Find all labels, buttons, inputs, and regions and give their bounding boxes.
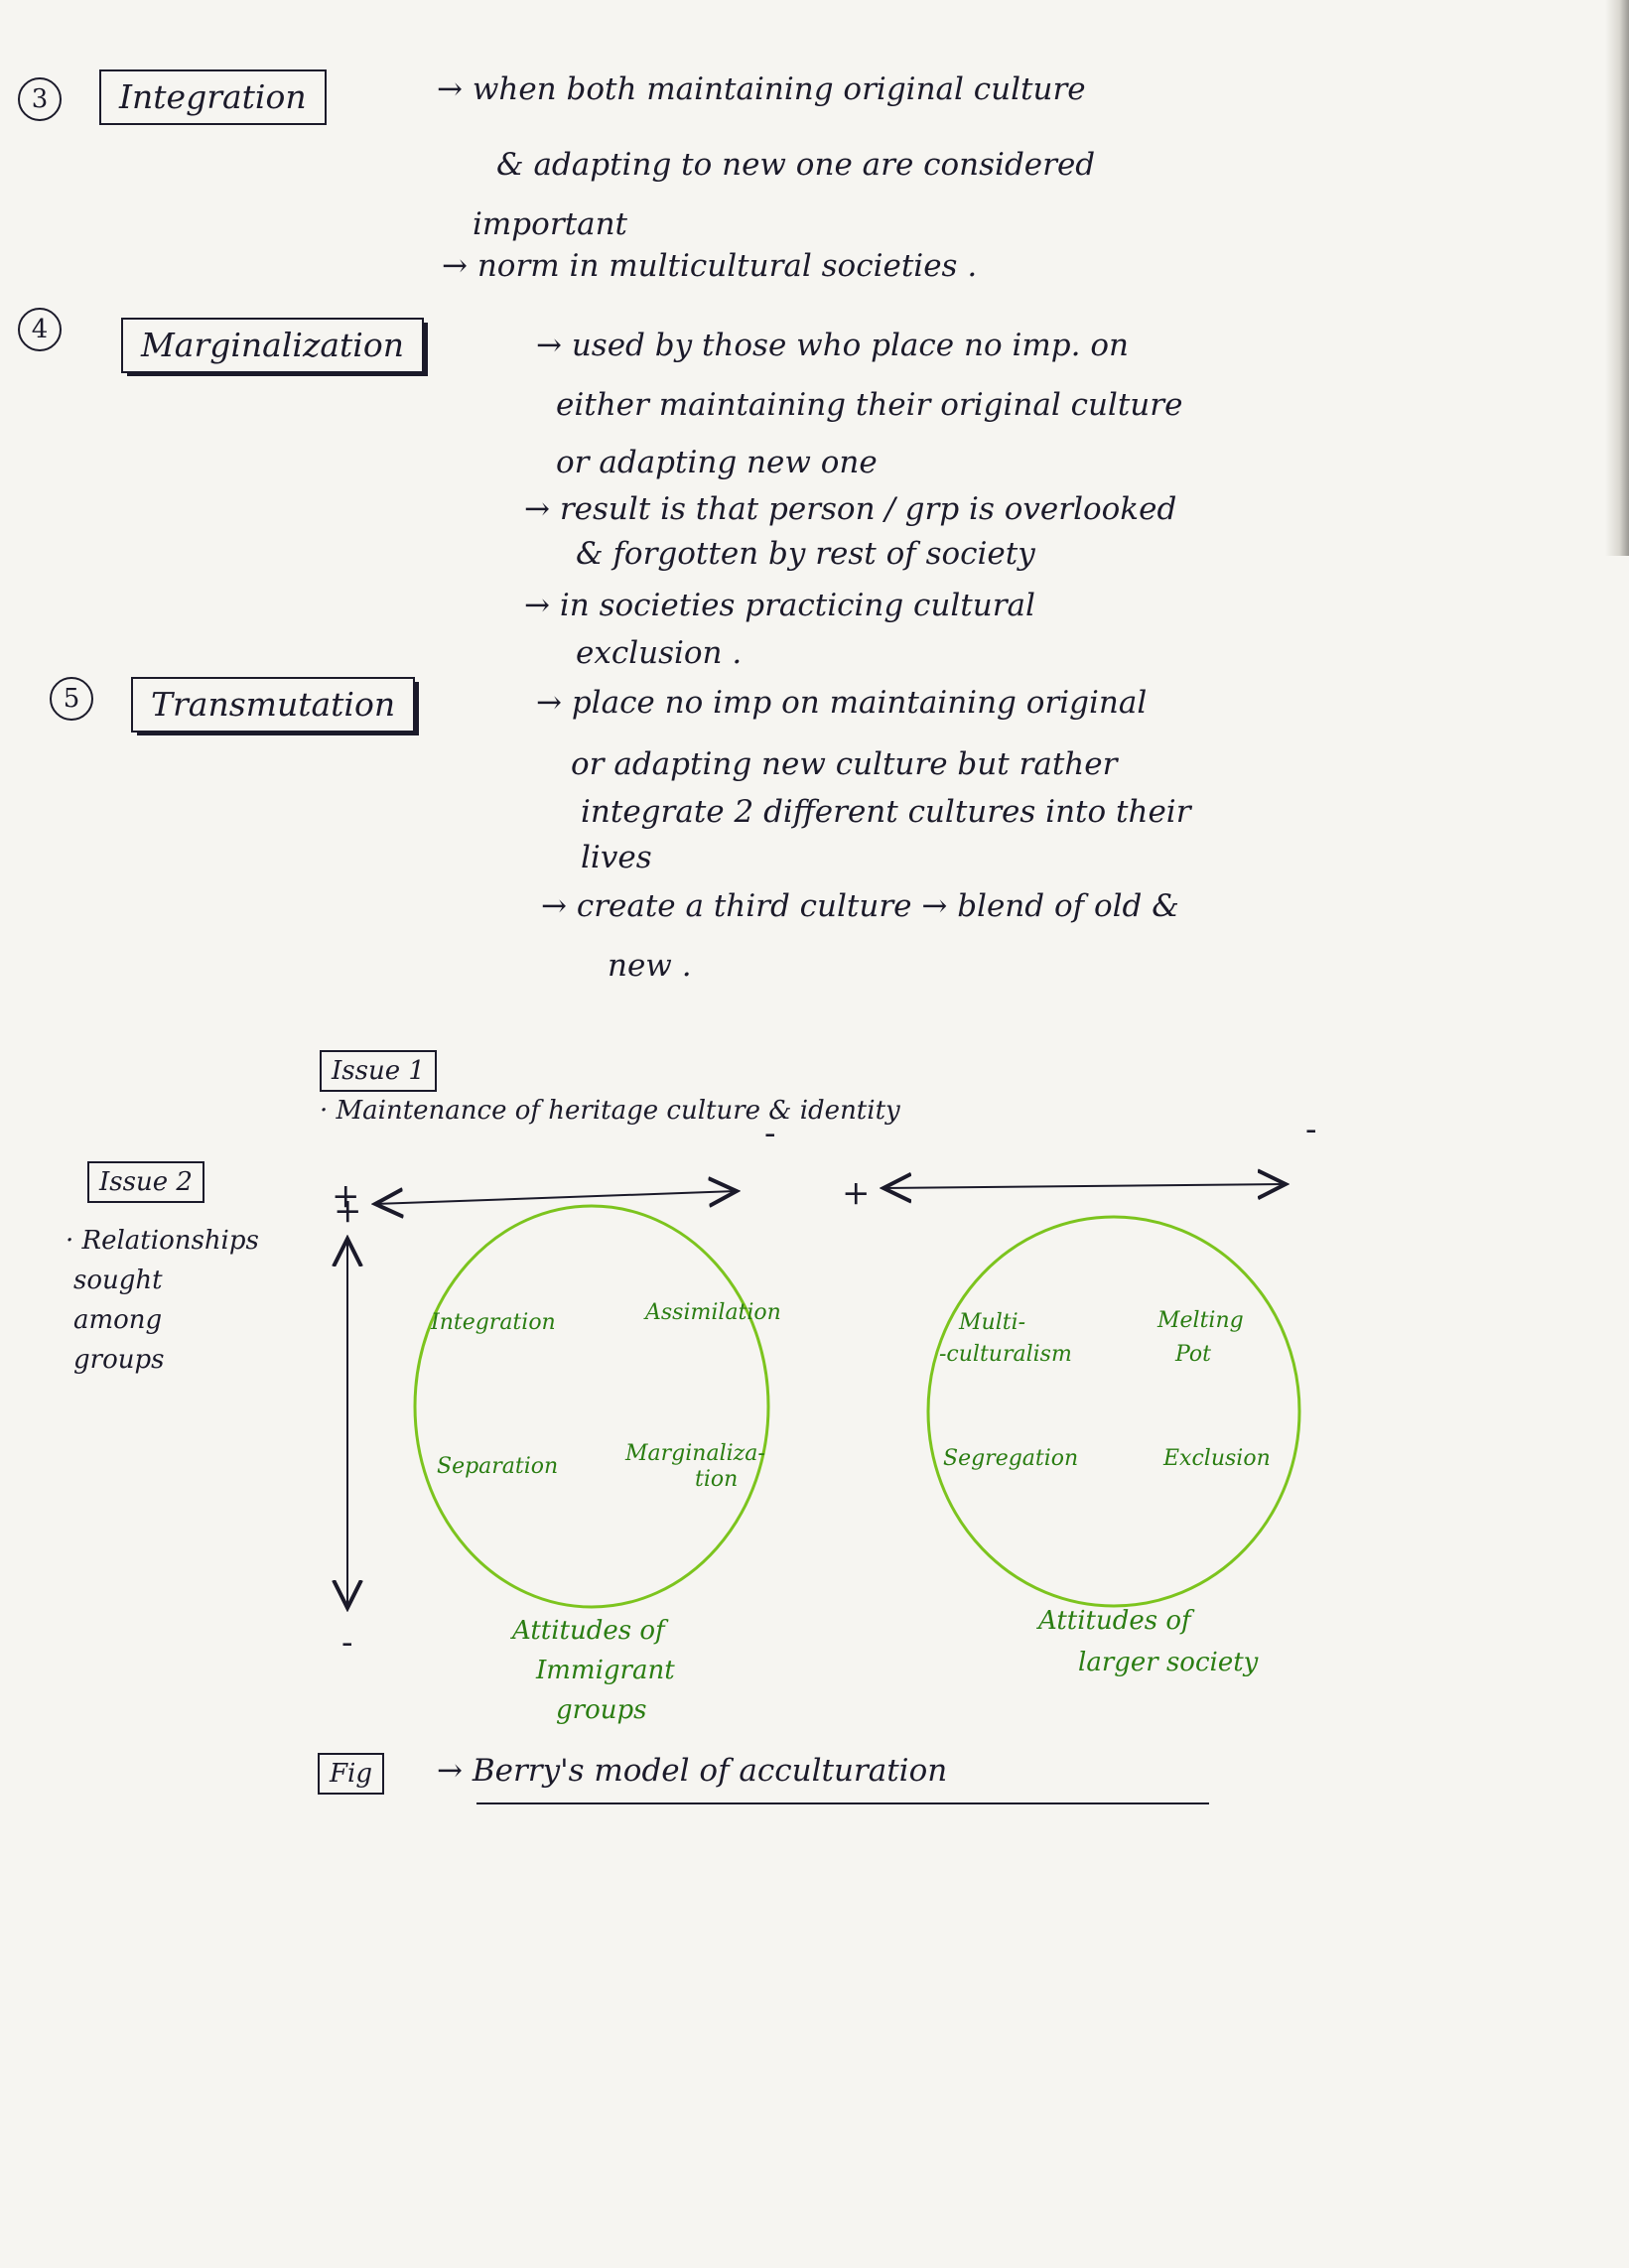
right-caption: larger society — [1078, 1648, 1259, 1677]
issue2-description: · Relationships — [66, 1226, 259, 1256]
left-caption: groups — [556, 1695, 647, 1725]
society-attitudes-circle — [926, 1215, 1301, 1608]
right-caption: Attitudes of — [1038, 1606, 1191, 1636]
issue1-arrow-right — [883, 1184, 1286, 1188]
issue1-arrow-left — [375, 1191, 737, 1204]
section-heading: Transmutation — [131, 677, 416, 734]
issue1-label: Issue 1 — [320, 1050, 437, 1092]
plus-sign: + — [332, 1176, 360, 1216]
section-number: 4 — [18, 308, 62, 351]
page-edge — [1605, 0, 1629, 556]
note-line: → when both maintaining original culture — [437, 71, 1086, 107]
section-heading: Integration — [99, 69, 327, 126]
note-line: or adapting new one — [556, 445, 878, 480]
cell-marginalization: Marginaliza- — [625, 1441, 765, 1466]
cell-integration: Integration — [431, 1310, 556, 1335]
cell-assimilation: Assimilation — [645, 1300, 781, 1325]
minus-sign: - — [764, 1114, 776, 1153]
note-line: either maintaining their original cultur… — [556, 387, 1183, 423]
section-heading: Marginalization — [121, 318, 424, 374]
immigrant-attitudes-circle — [413, 1204, 770, 1609]
plus-sign: + — [334, 1191, 362, 1231]
note-line: & adapting to new one are considered — [496, 147, 1096, 183]
note-line: or adapting new culture but rather — [571, 746, 1118, 782]
note-line: new . — [608, 948, 692, 984]
minus-sign: - — [341, 1623, 353, 1663]
left-caption: Immigrant — [536, 1656, 675, 1685]
issue1-description: · Maintenance of heritage culture & iden… — [320, 1096, 900, 1126]
issue2-description: sought — [73, 1266, 163, 1295]
note-line: lives — [581, 840, 652, 875]
note-line: & forgotten by rest of society — [576, 536, 1035, 572]
fig-label: Fig — [318, 1753, 384, 1795]
cell-segregation: Segregation — [943, 1446, 1079, 1471]
note-line: exclusion . — [576, 635, 743, 671]
minus-sign: - — [1305, 1110, 1317, 1149]
note-line: → norm in multicultural societies . — [442, 248, 978, 284]
cell-melting-pot-2: Pot — [1175, 1342, 1211, 1367]
section-number: 3 — [18, 77, 62, 121]
figure-caption: → Berry's model of acculturation — [437, 1753, 948, 1789]
cell-melting-pot: Melting — [1157, 1308, 1244, 1333]
note-line: → used by those who place no imp. on — [536, 328, 1129, 363]
cell-multiculturalism-2: -culturalism — [939, 1342, 1072, 1367]
note-line: important — [473, 206, 627, 242]
note-line: integrate 2 different cultures into thei… — [581, 794, 1191, 830]
note-line: → place no imp on maintaining original — [536, 685, 1148, 721]
section-number: 5 — [50, 677, 93, 721]
issue2-description: groups — [73, 1345, 165, 1375]
issue2-label: Issue 2 — [87, 1161, 204, 1203]
cell-marginalization-2: tion — [695, 1467, 739, 1492]
left-caption: Attitudes of — [512, 1616, 665, 1646]
note-line: → in societies practicing cultural — [524, 588, 1035, 623]
cell-exclusion: Exclusion — [1163, 1446, 1271, 1471]
note-line: → create a third culture → blend of old … — [541, 888, 1179, 924]
cell-multiculturalism: Multi- — [959, 1310, 1026, 1335]
cell-separation: Separation — [437, 1454, 559, 1479]
note-line: → result is that person / grp is overloo… — [524, 491, 1177, 527]
issue2-description: among — [73, 1305, 163, 1335]
plus-sign: + — [842, 1173, 871, 1213]
